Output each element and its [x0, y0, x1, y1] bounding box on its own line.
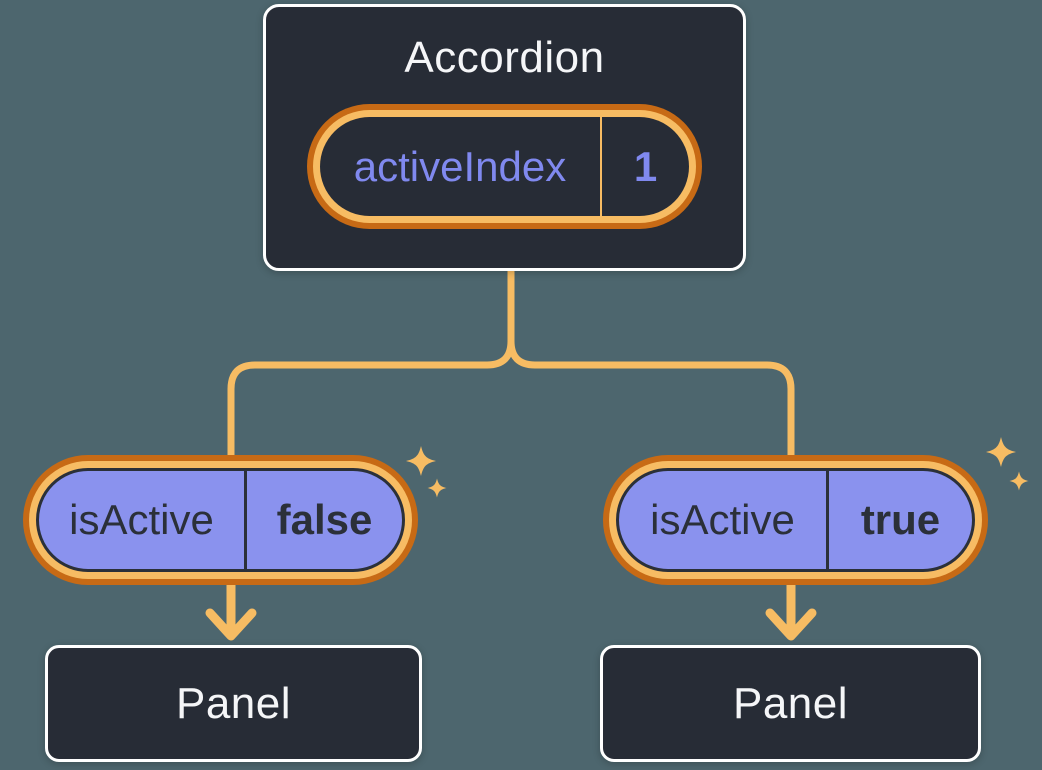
prop-pill-ring: isActive false	[29, 461, 412, 579]
arrow-down-icon	[765, 608, 817, 641]
connector-right-branch	[507, 271, 795, 470]
state-pill-divider	[600, 117, 602, 216]
sparkle-icon	[986, 437, 1016, 467]
sparkle-icon	[406, 446, 436, 476]
state-pill-value: 1	[633, 142, 658, 190]
panel-title: Panel	[732, 678, 849, 728]
prop-pill-label: isActive	[650, 496, 795, 543]
prop-pill-body: isActive true	[616, 468, 975, 572]
prop-pill-divider	[826, 471, 829, 569]
sparkle-icon	[427, 478, 447, 498]
prop-pill-ring: isActive true	[609, 461, 982, 579]
panel-card-left: Panel	[45, 645, 422, 762]
state-pill-label: activeIndex	[353, 142, 567, 190]
accordion-card: Accordion activeIndex 1	[263, 4, 746, 271]
state-pill: activeIndex 1	[307, 104, 702, 229]
panel-title: Panel	[175, 678, 292, 728]
prop-pill-value: false	[276, 496, 373, 543]
accordion-title: Accordion	[404, 33, 605, 82]
prop-pill-value: true	[860, 496, 941, 543]
state-pill-ring: activeIndex 1	[313, 110, 696, 223]
sparkle-icon	[1009, 471, 1029, 491]
prop-pill-right: isActive true	[603, 455, 988, 585]
arrow-down-icon	[205, 608, 257, 641]
prop-pill-label: isActive	[69, 496, 214, 543]
connector-left-branch	[227, 271, 515, 470]
sparkle-group-left-pill	[406, 446, 447, 498]
prop-pill-left: isActive false	[23, 455, 418, 585]
sparkle-group-right-pill	[986, 437, 1029, 491]
state-pill-body: activeIndex 1	[320, 117, 689, 216]
panel-card-right: Panel	[600, 645, 981, 762]
prop-pill-divider	[244, 471, 247, 569]
prop-pill-body: isActive false	[36, 468, 405, 572]
